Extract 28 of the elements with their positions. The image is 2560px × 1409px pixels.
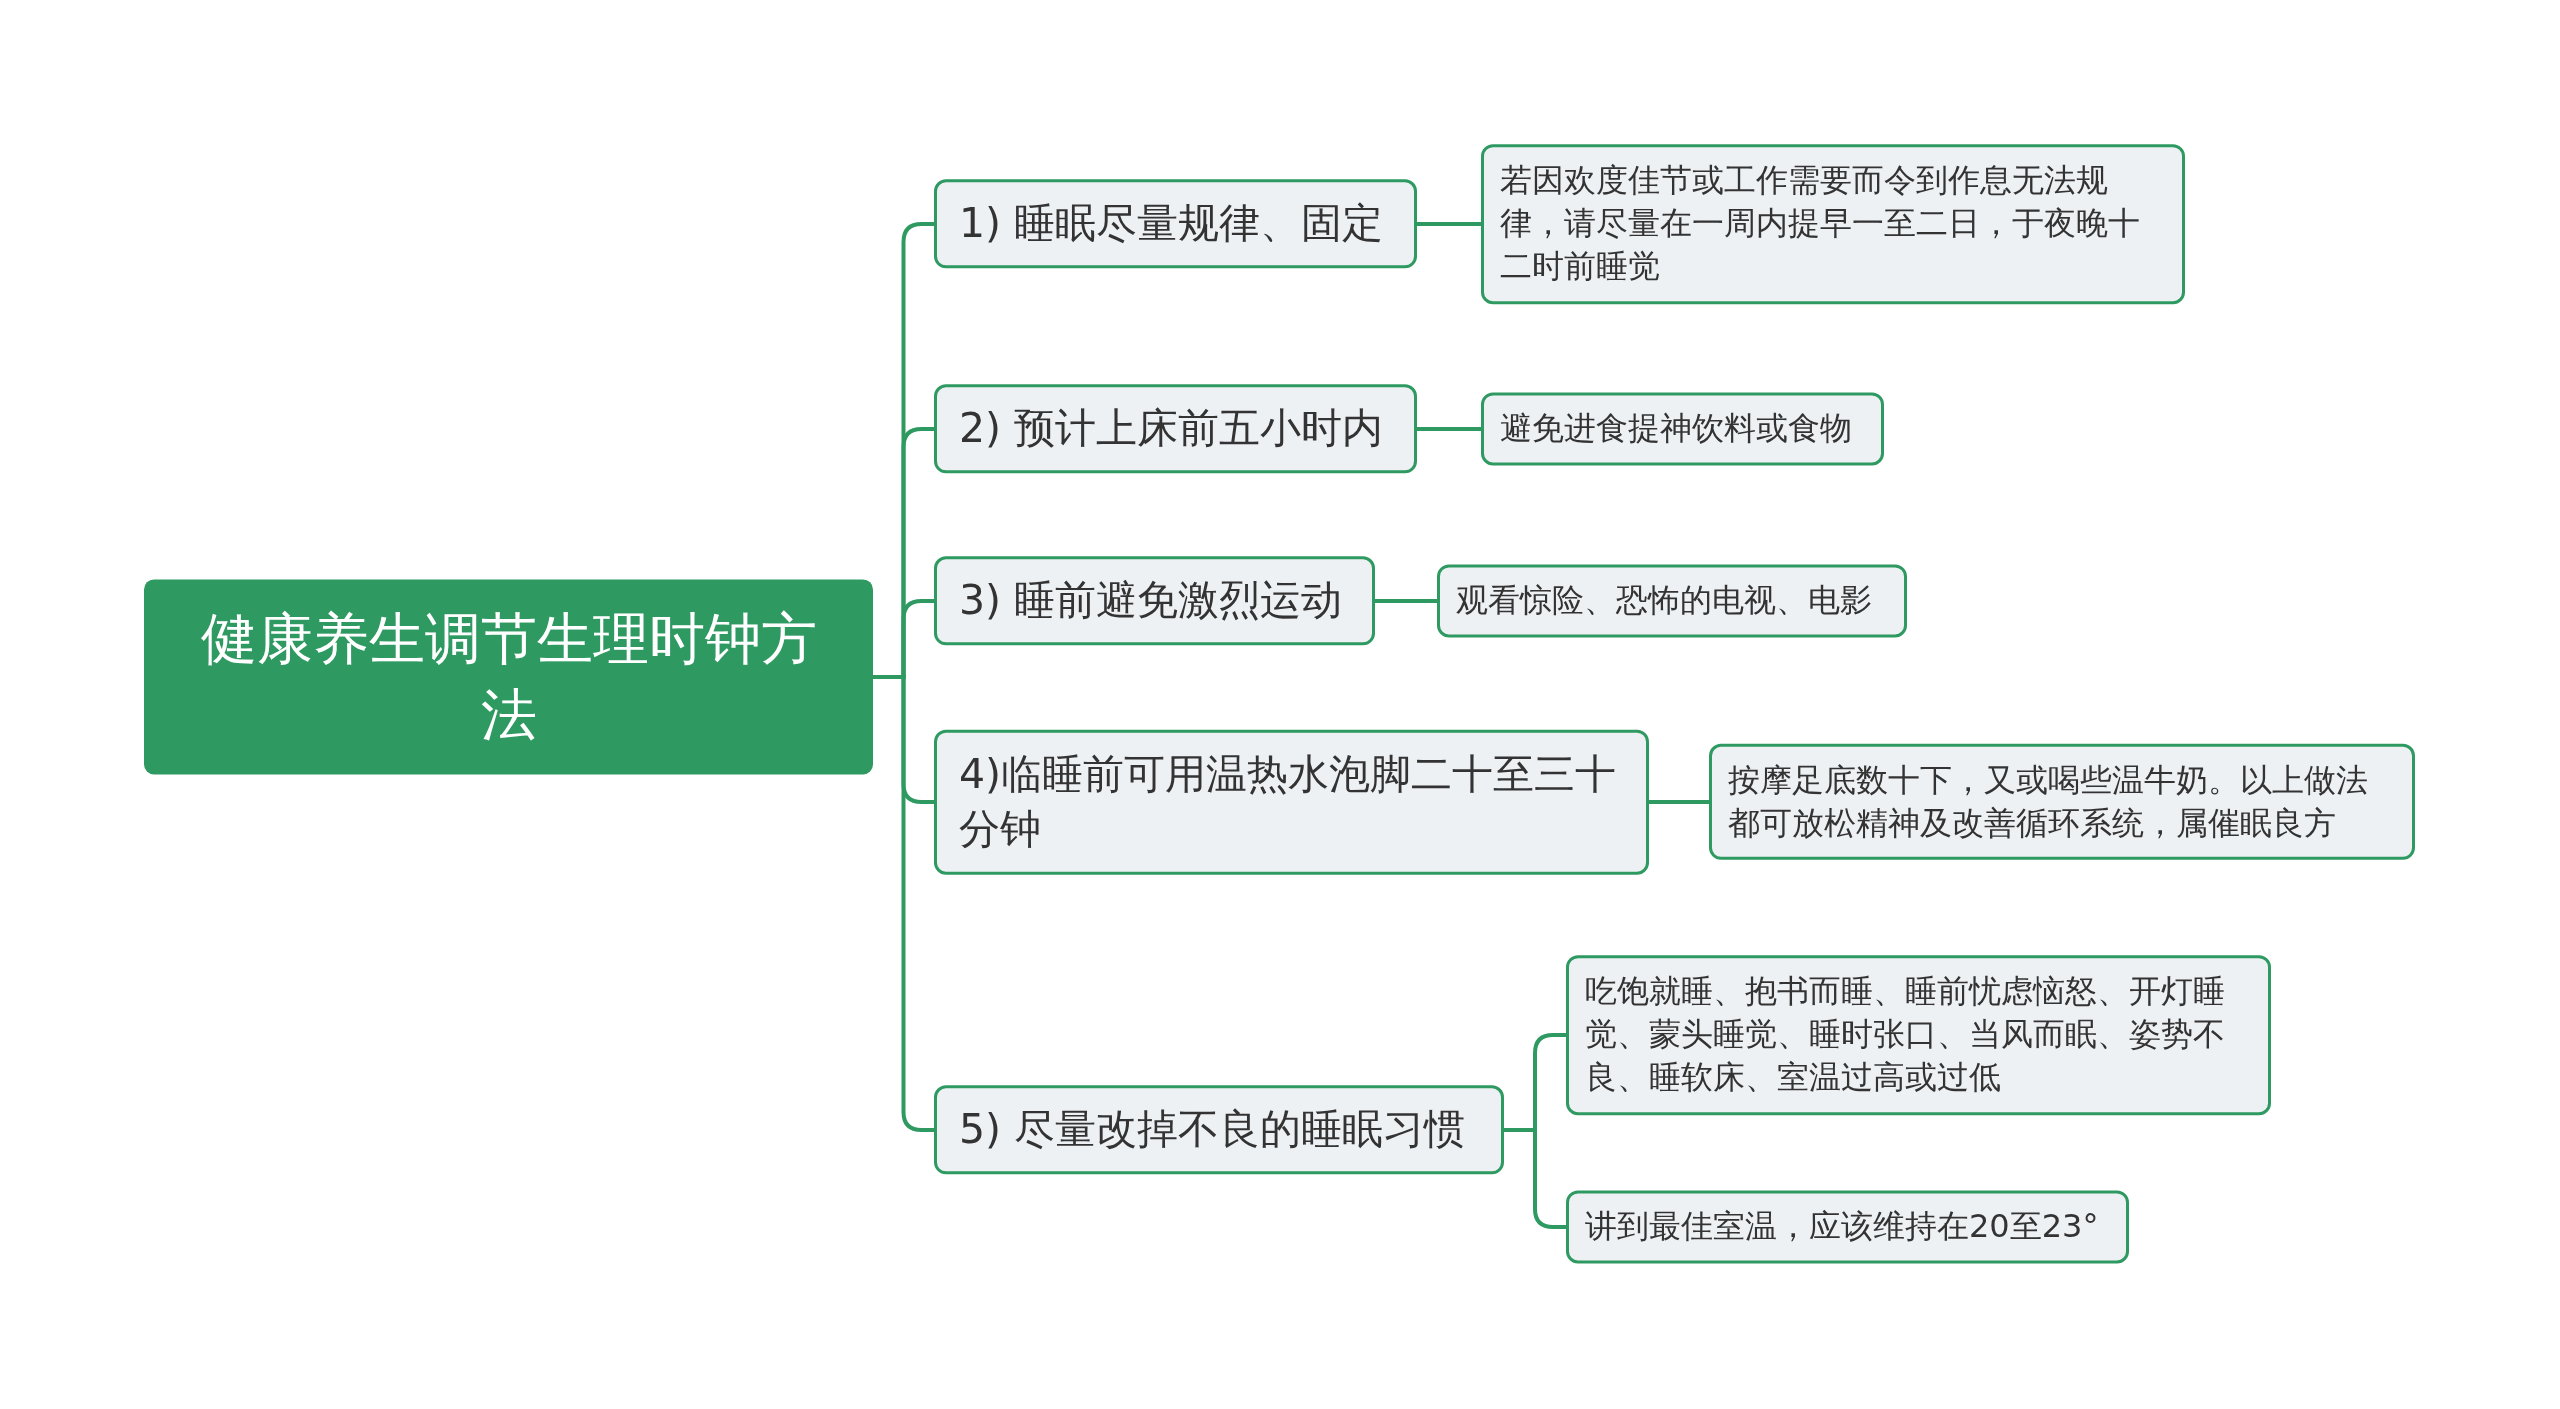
central-topic-box: [144, 579, 873, 775]
connector-line: [1649, 800, 1709, 804]
topic-text: 按摩足底数十下，又或喝些温牛奶。以上做法都可放松精神及改善循环系统，属催眠良方: [1728, 759, 2369, 844]
topic-text: 健康养生调节生理时钟方法: [199, 605, 818, 749]
connector-line: [1417, 222, 1481, 226]
connector-line: [1375, 599, 1437, 603]
topic-text: 若因欢度佳节或工作需要而令到作息无法规律，请尽量在一周内提早一至二日，于夜晚十二时前睡觉: [1500, 160, 2141, 288]
subtopic-box: [1437, 564, 1907, 638]
topic-text: 吃饱就睡、抱书而睡、睡前忧虑恼怒、开灯睡觉、蒙头睡觉、睡时张口、当风而眠、姿势不良、睡软床、室温过高或过低: [1585, 971, 2226, 1099]
topic-text: 5) 尽量改掉不良的睡眠习惯: [959, 1104, 1466, 1156]
topic-text: 避免进食提神饮料或食物: [1500, 408, 1852, 450]
subtopic-box: [1481, 144, 2185, 304]
topic-text: 讲到最佳室温，应该维持在20至23°: [1585, 1206, 2099, 1248]
topic-text: 2) 预计上床前五小时内: [959, 403, 1384, 455]
subtopic-box: [1709, 743, 2415, 861]
connector-line: [1417, 427, 1481, 431]
topic-text: 1) 睡眠尽量规律、固定: [959, 198, 1384, 250]
subtopic-box: [1481, 392, 1884, 466]
subtopic-box: [1566, 1190, 2129, 1264]
branch-topic-box: [934, 179, 1417, 269]
subtopic-box: [1566, 955, 2271, 1115]
branch-topic-box: [934, 556, 1375, 646]
branch-topic-box: [934, 729, 1649, 875]
branch-topic-box: [934, 384, 1417, 474]
branch-topic-box: [934, 1085, 1504, 1175]
topic-text: 3) 睡前避免激烈运动: [959, 575, 1343, 627]
topic-text: 观看惊险、恐怖的电视、电影: [1456, 580, 1872, 622]
topic-text: 4)临睡前可用温热水泡脚二十至三十分钟: [959, 748, 1618, 855]
